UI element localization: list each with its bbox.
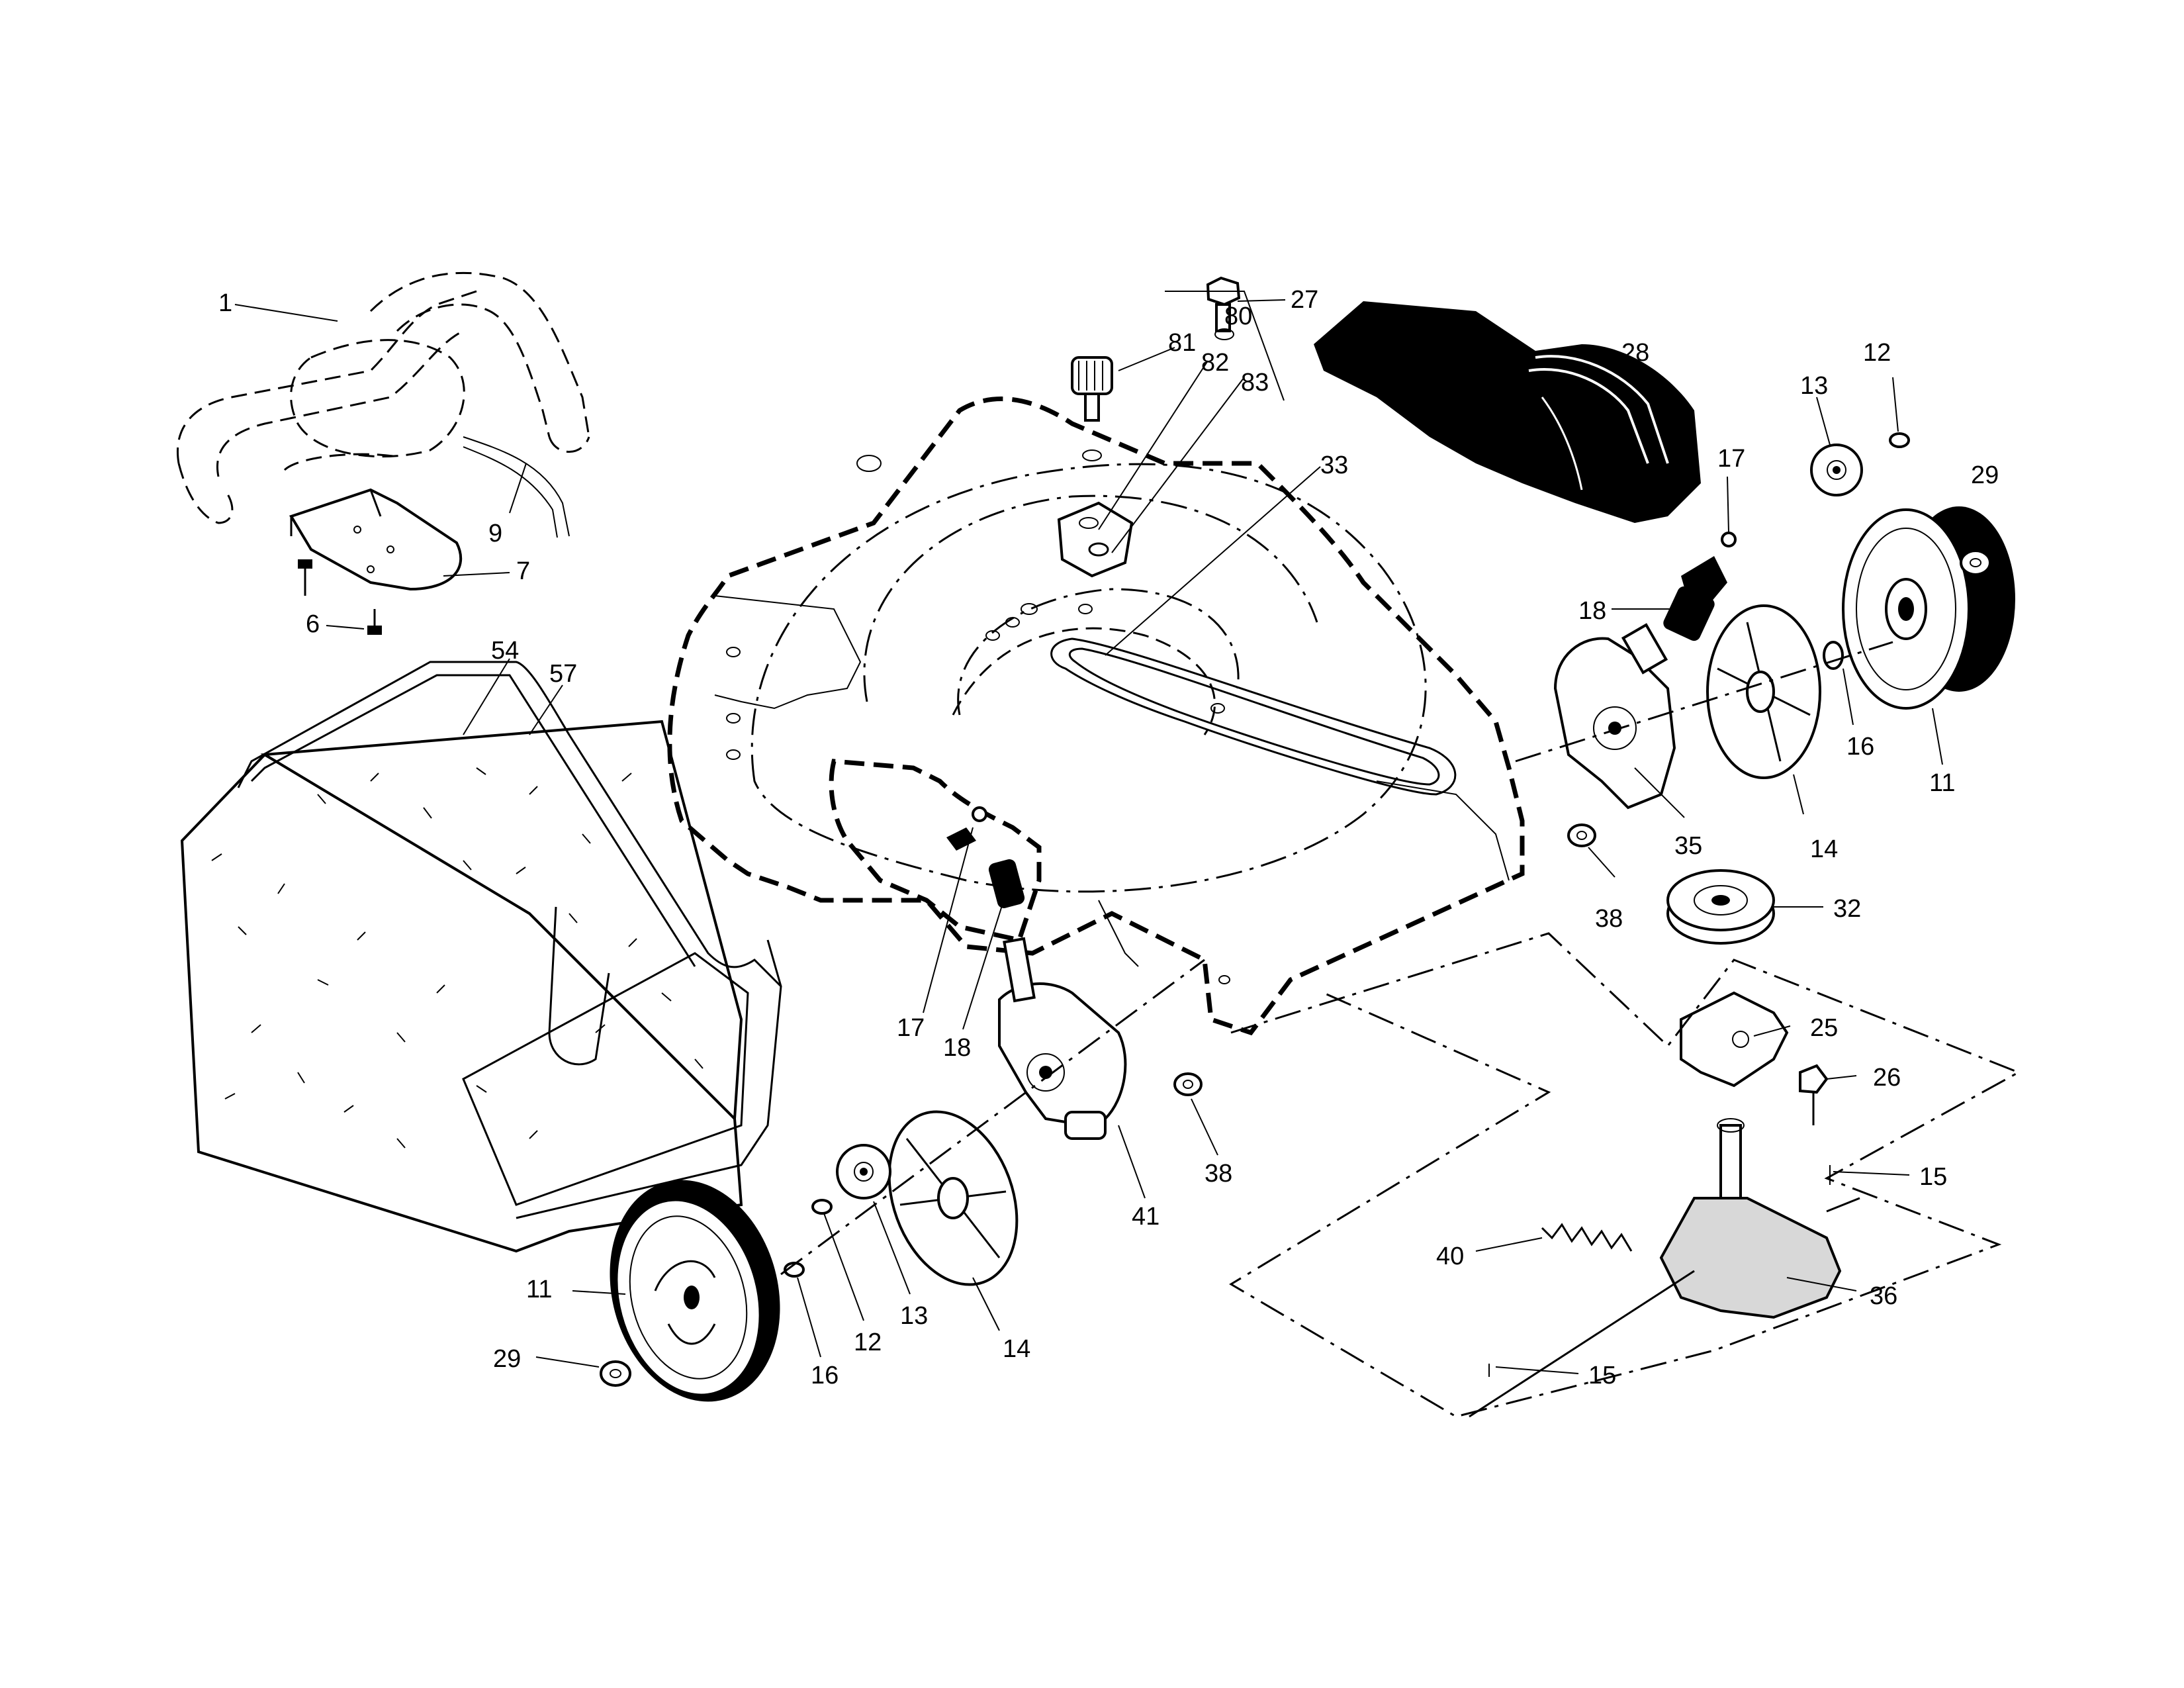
gear-13-right <box>1810 444 1863 496</box>
callout-32: 32 <box>1833 895 1861 923</box>
drive-enclosure-outline <box>1229 932 2021 1418</box>
callout-38-left: 38 <box>1205 1160 1232 1188</box>
nut-29-right <box>1960 549 1991 576</box>
nut-38-left <box>1173 1072 1203 1096</box>
bolt-27 <box>1206 276 1241 340</box>
control-plate <box>289 488 463 591</box>
pin-15 <box>1488 1165 1831 1377</box>
grass-catcher-bag <box>180 661 782 1253</box>
rear-baffle <box>1314 301 1701 523</box>
wheel-11-right <box>1842 506 2015 710</box>
washer-12-right <box>1889 432 1910 448</box>
bolt-26 <box>1799 1064 1829 1125</box>
wheel-11-left <box>610 1180 780 1402</box>
screw-6 <box>298 559 382 635</box>
callout-13-left: 13 <box>900 1302 928 1330</box>
callout-12-right: 12 <box>1863 339 1891 367</box>
callout-54: 54 <box>491 637 519 665</box>
callout-14-left: 14 <box>1003 1335 1030 1363</box>
nut-29-left <box>600 1360 631 1387</box>
mower-deck <box>667 397 1525 1036</box>
callout-57: 57 <box>549 660 577 688</box>
callout-80: 80 <box>1224 303 1252 330</box>
callout-35: 35 <box>1674 832 1702 860</box>
callout-14-right: 14 <box>1810 835 1838 863</box>
height-adjuster-41 <box>998 937 1127 1140</box>
handle-assembly <box>177 271 590 538</box>
callout-17-left: 17 <box>897 1014 925 1042</box>
callout-11-right: 11 <box>1929 769 1955 797</box>
gear-13-left <box>836 1144 891 1199</box>
rear-axle-line <box>1515 641 1893 763</box>
pulley-32 <box>1666 869 1775 945</box>
spring-18-right <box>1663 532 1737 641</box>
callout-18-right: 18 <box>1578 597 1606 625</box>
callout-16-right: 16 <box>1846 733 1874 761</box>
front-axle-line <box>780 959 1205 1276</box>
height-adjuster-35 <box>1553 623 1676 810</box>
callout-25: 25 <box>1810 1014 1838 1042</box>
callout-40: 40 <box>1436 1243 1464 1270</box>
callout-9: 9 <box>488 520 502 547</box>
callout-26: 26 <box>1873 1064 1901 1092</box>
callout-27: 27 <box>1291 286 1318 314</box>
callout-7: 7 <box>516 557 530 585</box>
drive-belt <box>1050 637 1457 796</box>
callout-17-right: 17 <box>1717 445 1745 473</box>
callout-15-bottom: 15 <box>1588 1362 1616 1389</box>
callout-29-left: 29 <box>493 1345 521 1373</box>
callout-1: 1 <box>218 289 232 317</box>
leader-lines <box>234 291 1986 1374</box>
nut-38-right <box>1567 823 1596 847</box>
bracket-25 <box>1680 991 1789 1088</box>
callout-83: 83 <box>1241 369 1269 397</box>
callout-81: 81 <box>1168 329 1196 357</box>
height-knob-81 <box>1071 356 1113 461</box>
callout-13-right: 13 <box>1800 372 1828 400</box>
callout-28: 28 <box>1621 339 1649 367</box>
wheel-cover-14-right <box>1706 604 1821 779</box>
callout-29-right: 29 <box>1971 461 1999 489</box>
callout-16-left: 16 <box>811 1362 839 1389</box>
washer-12-left <box>811 1199 833 1215</box>
transmission-36 <box>1469 1118 1860 1418</box>
callout-6: 6 <box>306 610 320 638</box>
wheel-cover-14-left <box>887 1110 1019 1286</box>
callout-41: 41 <box>1132 1203 1160 1231</box>
callout-15-top: 15 <box>1919 1163 1947 1191</box>
callout-38-right: 38 <box>1595 905 1623 933</box>
spring-18-left <box>946 806 1025 908</box>
bracket-82 <box>1057 501 1134 578</box>
spring-40 <box>1541 1223 1633 1252</box>
callout-82: 82 <box>1201 349 1229 377</box>
callout-11-left: 11 <box>526 1276 552 1303</box>
washer-16-right <box>1823 641 1844 670</box>
washer-16-left <box>784 1262 805 1278</box>
callout-12-left: 12 <box>854 1329 882 1356</box>
callout-33: 33 <box>1320 451 1348 479</box>
callout-36: 36 <box>1870 1282 1897 1310</box>
callout-18-left: 18 <box>943 1034 971 1062</box>
callout-labels: 1 9 7 6 54 57 80 81 82 83 27 28 33 13 12… <box>218 286 1999 1389</box>
